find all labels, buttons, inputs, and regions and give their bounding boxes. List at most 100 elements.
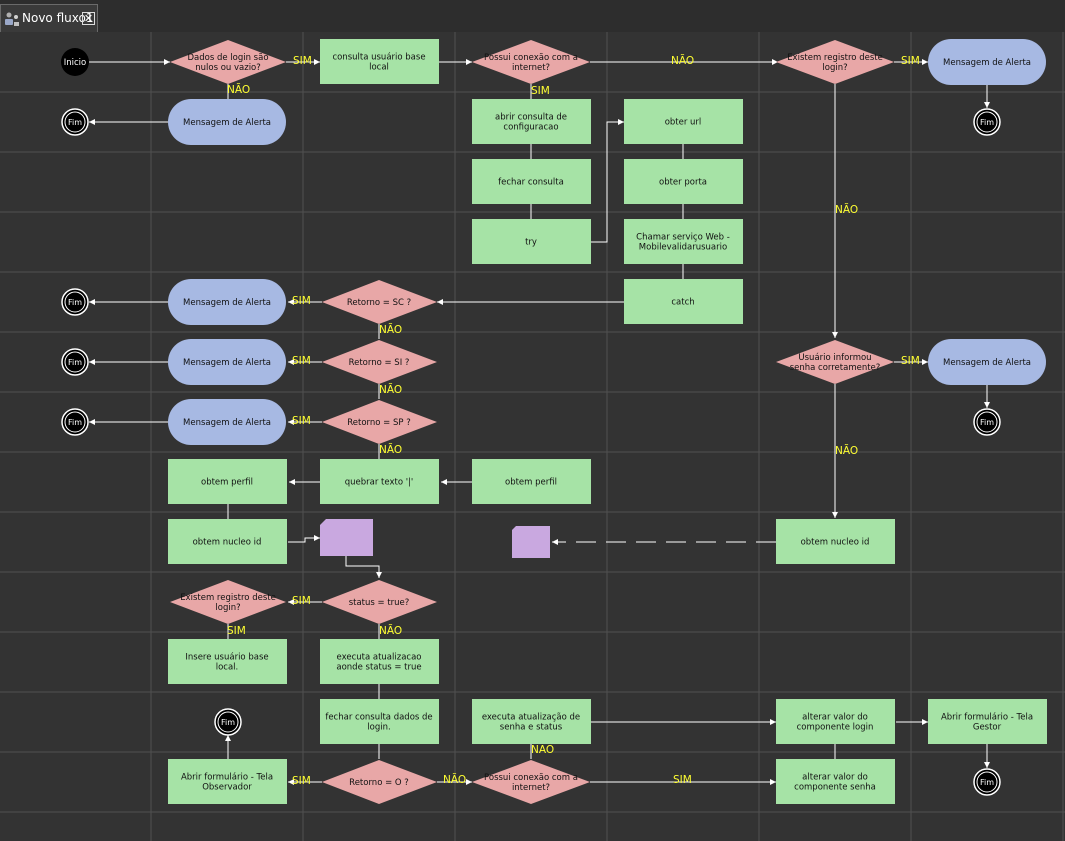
end-node[interactable]: Fim xyxy=(973,768,1001,796)
process-obtem-perfil-1[interactable]: obtem perfil xyxy=(168,459,287,504)
process-obtem-nucleo-2[interactable]: obtem nucleo id xyxy=(776,519,895,564)
start-label: Inicio xyxy=(64,58,87,68)
flow-canvas[interactable]: SIM NÃO SIM NÃO SIM NÃO SIM NÃO SIM NÃO … xyxy=(0,32,1065,841)
edge-label-sim: SIM xyxy=(673,774,692,786)
end-label: Fim xyxy=(980,118,994,127)
decision-label: Retorno = SP ? xyxy=(347,418,410,428)
tab-bar: Novo fluxo1 ✕ xyxy=(0,0,1065,32)
edge-labels: SIM NÃO SIM NÃO SIM NÃO SIM NÃO SIM NÃO … xyxy=(227,54,920,787)
close-icon[interactable]: ✕ xyxy=(82,12,95,25)
process-catch[interactable]: catch xyxy=(624,279,743,324)
decision-retorno-sp[interactable]: Retorno = SP ? xyxy=(322,400,437,444)
svg-text:obtem nucleo id: obtem nucleo id xyxy=(801,538,870,548)
process-quebrar-texto[interactable]: quebrar texto '|' xyxy=(320,459,439,504)
tab-novo-fluxo1[interactable]: Novo fluxo1 ✕ xyxy=(0,4,98,32)
alert-message[interactable]: Mensagem de Alerta xyxy=(928,339,1046,385)
edge-label-sim: SIM xyxy=(901,55,920,67)
edges xyxy=(89,59,990,785)
process-fechar-consulta[interactable]: fechar consulta xyxy=(472,159,591,204)
svg-text:obter porta: obter porta xyxy=(659,178,707,188)
alert-message[interactable]: Mensagem de Alerta xyxy=(168,99,286,145)
edge-label-nao: NÃO xyxy=(835,444,858,457)
edge-label-sim: SIM xyxy=(292,775,311,787)
end-node[interactable]: Fim xyxy=(973,108,1001,136)
decision-status-true[interactable]: status = true? xyxy=(322,580,437,624)
alert-message[interactable]: Mensagem de Alerta xyxy=(168,339,286,385)
process-chamar-servico[interactable]: Chamar serviço Web -Mobilevalidarusuario xyxy=(624,219,743,264)
decision-retorno-sc[interactable]: Retorno = SC ? xyxy=(322,280,437,324)
decision-retorno-o[interactable]: Retorno = O ? xyxy=(322,760,437,804)
flow-diagram-icon xyxy=(5,12,19,26)
edge-label-nao: NÃO xyxy=(671,54,694,67)
decision-retorno-si[interactable]: Retorno = SI ? xyxy=(322,340,437,384)
edge-label-nao: NÃO xyxy=(227,83,250,96)
edge-label-nao: NÃO xyxy=(443,773,466,786)
flow-diagram: SIM NÃO SIM NÃO SIM NÃO SIM NÃO SIM NÃO … xyxy=(0,32,1065,841)
end-node[interactable]: Fim xyxy=(214,708,242,736)
process-obtem-nucleo-1[interactable]: obtem nucleo id xyxy=(168,519,287,564)
edge-label-sim: SIM xyxy=(227,625,246,637)
end-label: Fim xyxy=(68,118,82,127)
alert-message[interactable]: Mensagem de Alerta xyxy=(928,39,1046,85)
process-obtem-perfil-2[interactable]: obtem perfil xyxy=(472,459,591,504)
alert-label: Mensagem de Alerta xyxy=(183,118,271,128)
end-node[interactable]: Fim xyxy=(61,408,89,436)
end-label: Fim xyxy=(980,418,994,427)
end-node[interactable]: Fim xyxy=(61,348,89,376)
connector-shape[interactable] xyxy=(320,519,373,556)
edge-label-sim: SIM xyxy=(292,295,311,307)
svg-text:try: try xyxy=(525,238,537,248)
end-node[interactable]: Fim xyxy=(973,408,1001,436)
end-label: Fim xyxy=(68,298,82,307)
alert-label: Mensagem de Alerta xyxy=(943,58,1031,68)
svg-text:obtem perfil: obtem perfil xyxy=(505,478,557,488)
process-obter-url[interactable]: obter url xyxy=(624,99,743,144)
end-node[interactable]: Fim xyxy=(61,108,89,136)
edge-label-nao: NAO xyxy=(531,744,554,756)
end-label: Fim xyxy=(68,418,82,427)
connector-shape[interactable] xyxy=(512,526,550,558)
end-node[interactable]: Fim xyxy=(61,288,89,316)
decision-label: Retorno = O ? xyxy=(349,778,409,788)
edge-label-nao: NÃO xyxy=(835,203,858,216)
decision-label: status = true? xyxy=(349,598,410,608)
process-obter-porta[interactable]: obter porta xyxy=(624,159,743,204)
alert-message[interactable]: Mensagem de Alerta xyxy=(168,399,286,445)
alert-message[interactable]: Mensagem de Alerta xyxy=(168,279,286,325)
alert-label: Mensagem de Alerta xyxy=(943,358,1031,368)
decision-label: Retorno = SC ? xyxy=(347,298,411,308)
edge-label-sim: SIM xyxy=(292,355,311,367)
edge-label-sim: SIM xyxy=(292,595,311,607)
process-try[interactable]: try xyxy=(472,219,591,264)
start-node[interactable]: Inicio xyxy=(61,48,89,76)
